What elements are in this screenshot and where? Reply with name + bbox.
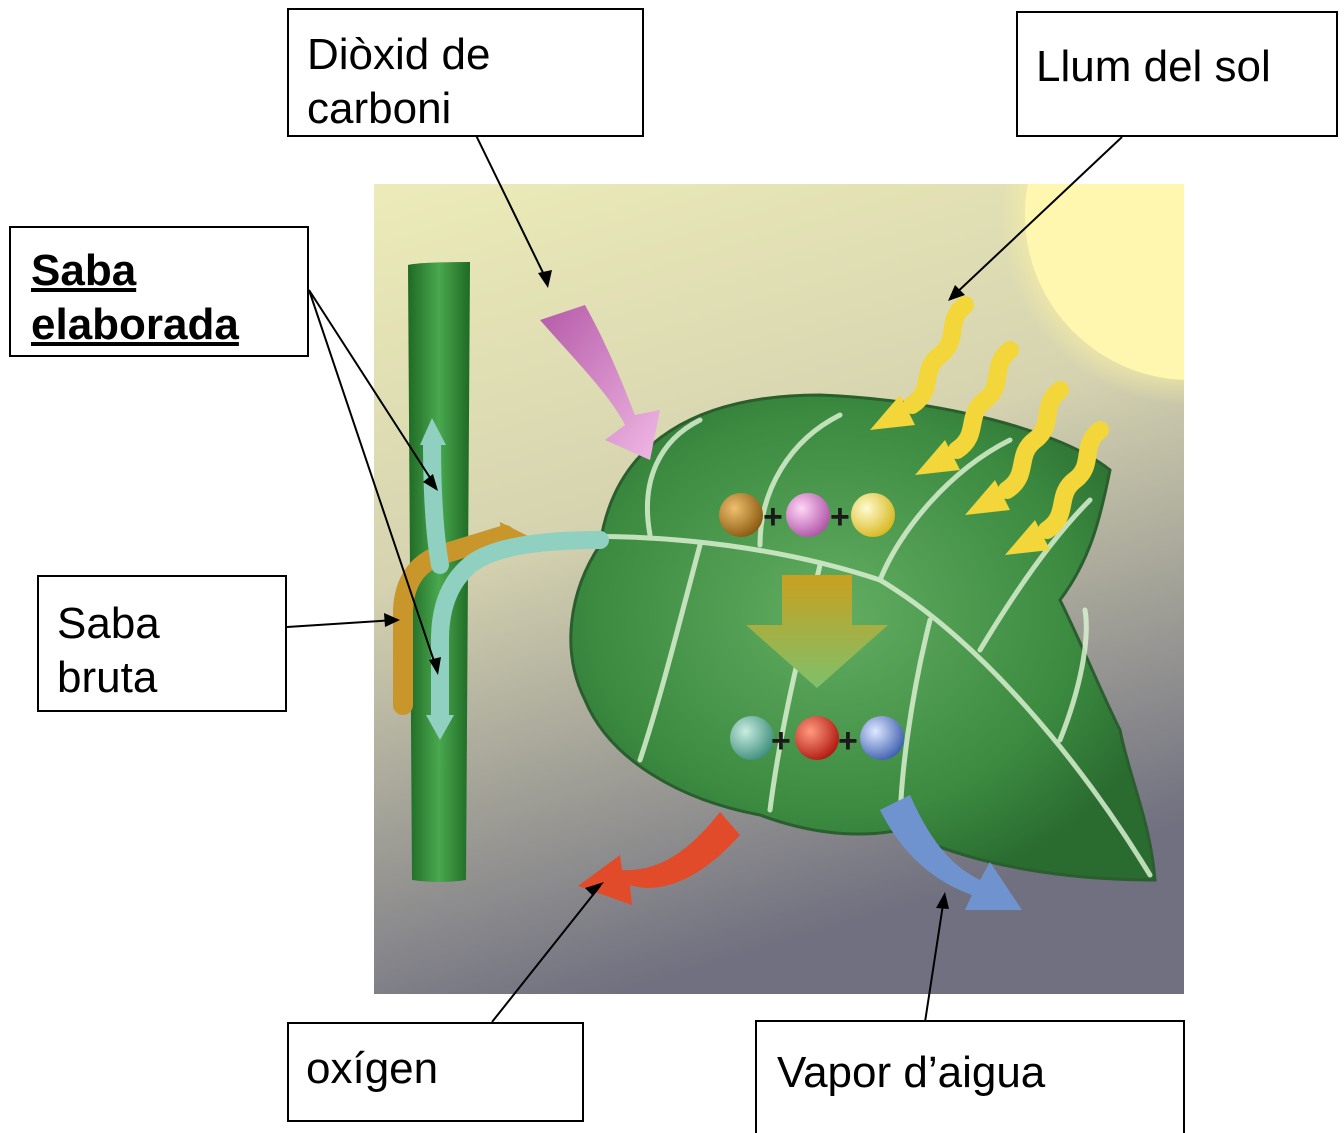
products-equation: + + bbox=[730, 716, 904, 760]
label-raw-sap-line2: bruta bbox=[57, 651, 285, 705]
label-elaborated-sap-line1: Saba bbox=[31, 244, 307, 298]
label-water-vapor-text: Vapor d’aigua bbox=[777, 1046, 1183, 1100]
label-elaborated-sap-line2: elaborada bbox=[31, 298, 307, 352]
plus-sign-1: + bbox=[763, 498, 783, 536]
label-oxygen-text: oxígen bbox=[306, 1042, 582, 1096]
label-sunlight: Llum del sol bbox=[1016, 11, 1338, 137]
plus-sign-3: + bbox=[771, 722, 791, 760]
label-water-vapor: Vapor d’aigua bbox=[755, 1020, 1185, 1133]
label-raw-sap: Saba bruta bbox=[37, 575, 287, 712]
label-oxygen: oxígen bbox=[287, 1022, 584, 1122]
label-elaborated-sap: Saba elaborada bbox=[9, 226, 309, 357]
label-sunlight-text: Llum del sol bbox=[1036, 40, 1336, 94]
plus-sign-2: + bbox=[830, 498, 850, 536]
label-co2: Diòxid de carboni bbox=[287, 8, 644, 137]
label-co2-line2: carboni bbox=[307, 82, 642, 136]
label-raw-sap-line1: Saba bbox=[57, 597, 285, 651]
illustration-panel: + + + + bbox=[374, 25, 1344, 994]
plus-sign-4: + bbox=[838, 722, 858, 760]
reactants-equation: + + bbox=[719, 493, 895, 537]
label-co2-line1: Diòxid de bbox=[307, 28, 642, 82]
